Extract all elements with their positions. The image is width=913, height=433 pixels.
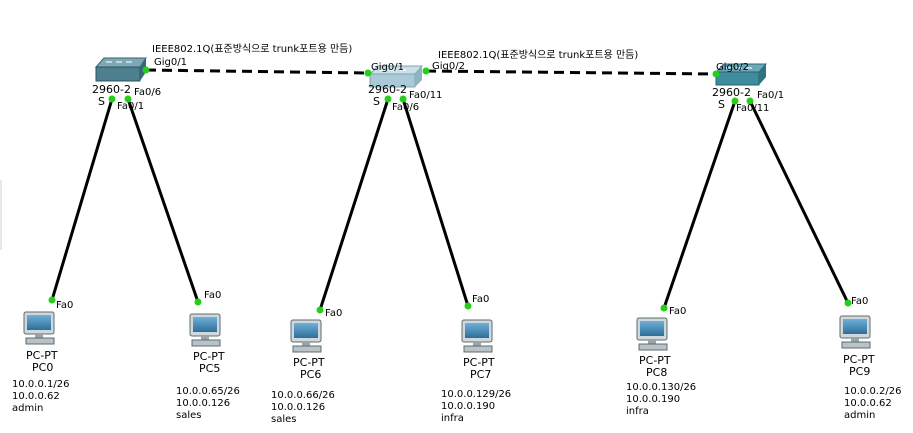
port-label-fa: Fa0/11 bbox=[409, 90, 443, 101]
pc-config: 10.0.0.66/26 10.0.0.126 sales bbox=[271, 390, 335, 426]
link-pc8[interactable] bbox=[662, 100, 737, 309]
switch-right-icon[interactable] bbox=[714, 63, 768, 86]
pc-gateway: 10.0.0.190 bbox=[626, 394, 681, 405]
pc-config: 10.0.0.130/26 10.0.0.190 infra bbox=[626, 382, 696, 418]
port-label-gig: Gig0/1 bbox=[154, 57, 187, 68]
link-pc5[interactable] bbox=[126, 98, 200, 303]
pc-icon[interactable] bbox=[290, 319, 322, 353]
pc-ip: 10.0.0.129/26 bbox=[441, 389, 512, 400]
pc-name-label: PC7 bbox=[470, 368, 492, 381]
pc-vlan: infra bbox=[626, 406, 649, 417]
pc-vlan: sales bbox=[176, 410, 202, 421]
trunk-link-right[interactable] bbox=[425, 69, 717, 76]
pc-icon[interactable] bbox=[839, 315, 871, 349]
port-label-fa: Fa0/1 bbox=[757, 90, 785, 101]
port-label-gig: Gig0/2 bbox=[432, 61, 465, 72]
pc-port-label: Fa0 bbox=[56, 300, 74, 311]
pc-name-label: PC9 bbox=[849, 365, 871, 378]
pc-icon[interactable] bbox=[461, 319, 493, 353]
switch-name-label: S bbox=[98, 95, 105, 108]
pc-vlan: sales bbox=[271, 414, 297, 425]
pc-vlan: admin bbox=[12, 403, 44, 414]
switch-left-icon[interactable] bbox=[94, 57, 147, 82]
pc-icon[interactable] bbox=[636, 317, 668, 351]
pc-port-label: Fa0 bbox=[669, 306, 687, 317]
pc-name-label: PC5 bbox=[199, 362, 221, 375]
port-label-gig: Gig0/1 bbox=[371, 62, 404, 73]
pc-config: 10.0.0.65/26 10.0.0.126 sales bbox=[176, 386, 240, 422]
switch-name-label: S bbox=[718, 98, 725, 111]
port-status-dots bbox=[48, 66, 852, 314]
port-label-fa: Fa0/11 bbox=[736, 103, 770, 114]
pc-type-label: PC-PT bbox=[843, 353, 875, 366]
trunk-label-left: IEEE802.1Q(표준방식으로 trunk포트용 만듬) bbox=[152, 44, 353, 55]
pc-type-label: PC-PT bbox=[639, 354, 671, 367]
pc-gateway: 10.0.0.190 bbox=[441, 401, 496, 412]
canvas-edge bbox=[0, 180, 2, 250]
pc-type-label: PC-PT bbox=[293, 356, 325, 369]
pc-ip: 10.0.0.130/26 bbox=[626, 382, 697, 393]
pc-icon[interactable] bbox=[189, 313, 221, 347]
pc-name-label: PC8 bbox=[646, 366, 668, 379]
pc-gateway: 10.0.0.62 bbox=[844, 398, 892, 409]
pc-ip: 10.0.0.2/26 bbox=[844, 386, 902, 397]
pc-gateway: 10.0.0.126 bbox=[176, 398, 231, 409]
switch-model-label: 2960-2 bbox=[712, 86, 751, 99]
pc-vlan: admin bbox=[844, 410, 876, 421]
pc-port-label: Fa0 bbox=[204, 290, 222, 301]
switch-model-label: 2960-2 bbox=[368, 83, 407, 96]
link-pc6[interactable] bbox=[318, 98, 390, 311]
pc-name-label: PC0 bbox=[32, 361, 54, 374]
port-label-fa: Fa0/6 bbox=[392, 102, 420, 113]
pc-port-label: Fa0 bbox=[472, 294, 490, 305]
link-pc7[interactable] bbox=[401, 98, 470, 307]
pc-config: 10.0.0.2/26 10.0.0.62 admin bbox=[844, 386, 901, 422]
pc-ip: 10.0.0.66/26 bbox=[271, 390, 335, 401]
pc-ip: 10.0.0.1/26 bbox=[12, 379, 70, 390]
pc-port-label: Fa0 bbox=[851, 296, 869, 307]
port-label-fa: Fa0/6 bbox=[134, 87, 162, 98]
pc-type-label: PC-PT bbox=[26, 349, 58, 362]
trunk-label-right: IEEE802.1Q(표준방식으로 trunk포트용 만듬) bbox=[438, 50, 639, 61]
port-label-gig: Gig0/2 bbox=[716, 62, 749, 73]
pc-icon[interactable] bbox=[23, 311, 55, 345]
switch-model-label: 2960-2 bbox=[92, 83, 131, 96]
pc-name-label: PC6 bbox=[300, 368, 322, 381]
pc-type-label: PC-PT bbox=[463, 356, 495, 369]
link-pc9[interactable] bbox=[748, 100, 850, 304]
pc-gateway: 10.0.0.126 bbox=[271, 402, 326, 413]
pc-port-label: Fa0 bbox=[325, 308, 343, 319]
pc-ip: 10.0.0.65/26 bbox=[176, 386, 240, 397]
switch-center-icon[interactable] bbox=[368, 65, 424, 88]
pc-config: 10.0.0.1/26 10.0.0.62 admin bbox=[12, 379, 69, 415]
pc-gateway: 10.0.0.62 bbox=[12, 391, 60, 402]
port-label-fa: Fa0/1 bbox=[117, 101, 145, 112]
link-pc0[interactable] bbox=[50, 98, 114, 301]
pc-type-label: PC-PT bbox=[193, 350, 225, 363]
trunk-link-left[interactable] bbox=[145, 68, 369, 75]
pc-config: 10.0.0.129/26 10.0.0.190 infra bbox=[441, 389, 511, 425]
switch-name-label: S bbox=[373, 95, 380, 108]
pc-vlan: infra bbox=[441, 413, 464, 424]
